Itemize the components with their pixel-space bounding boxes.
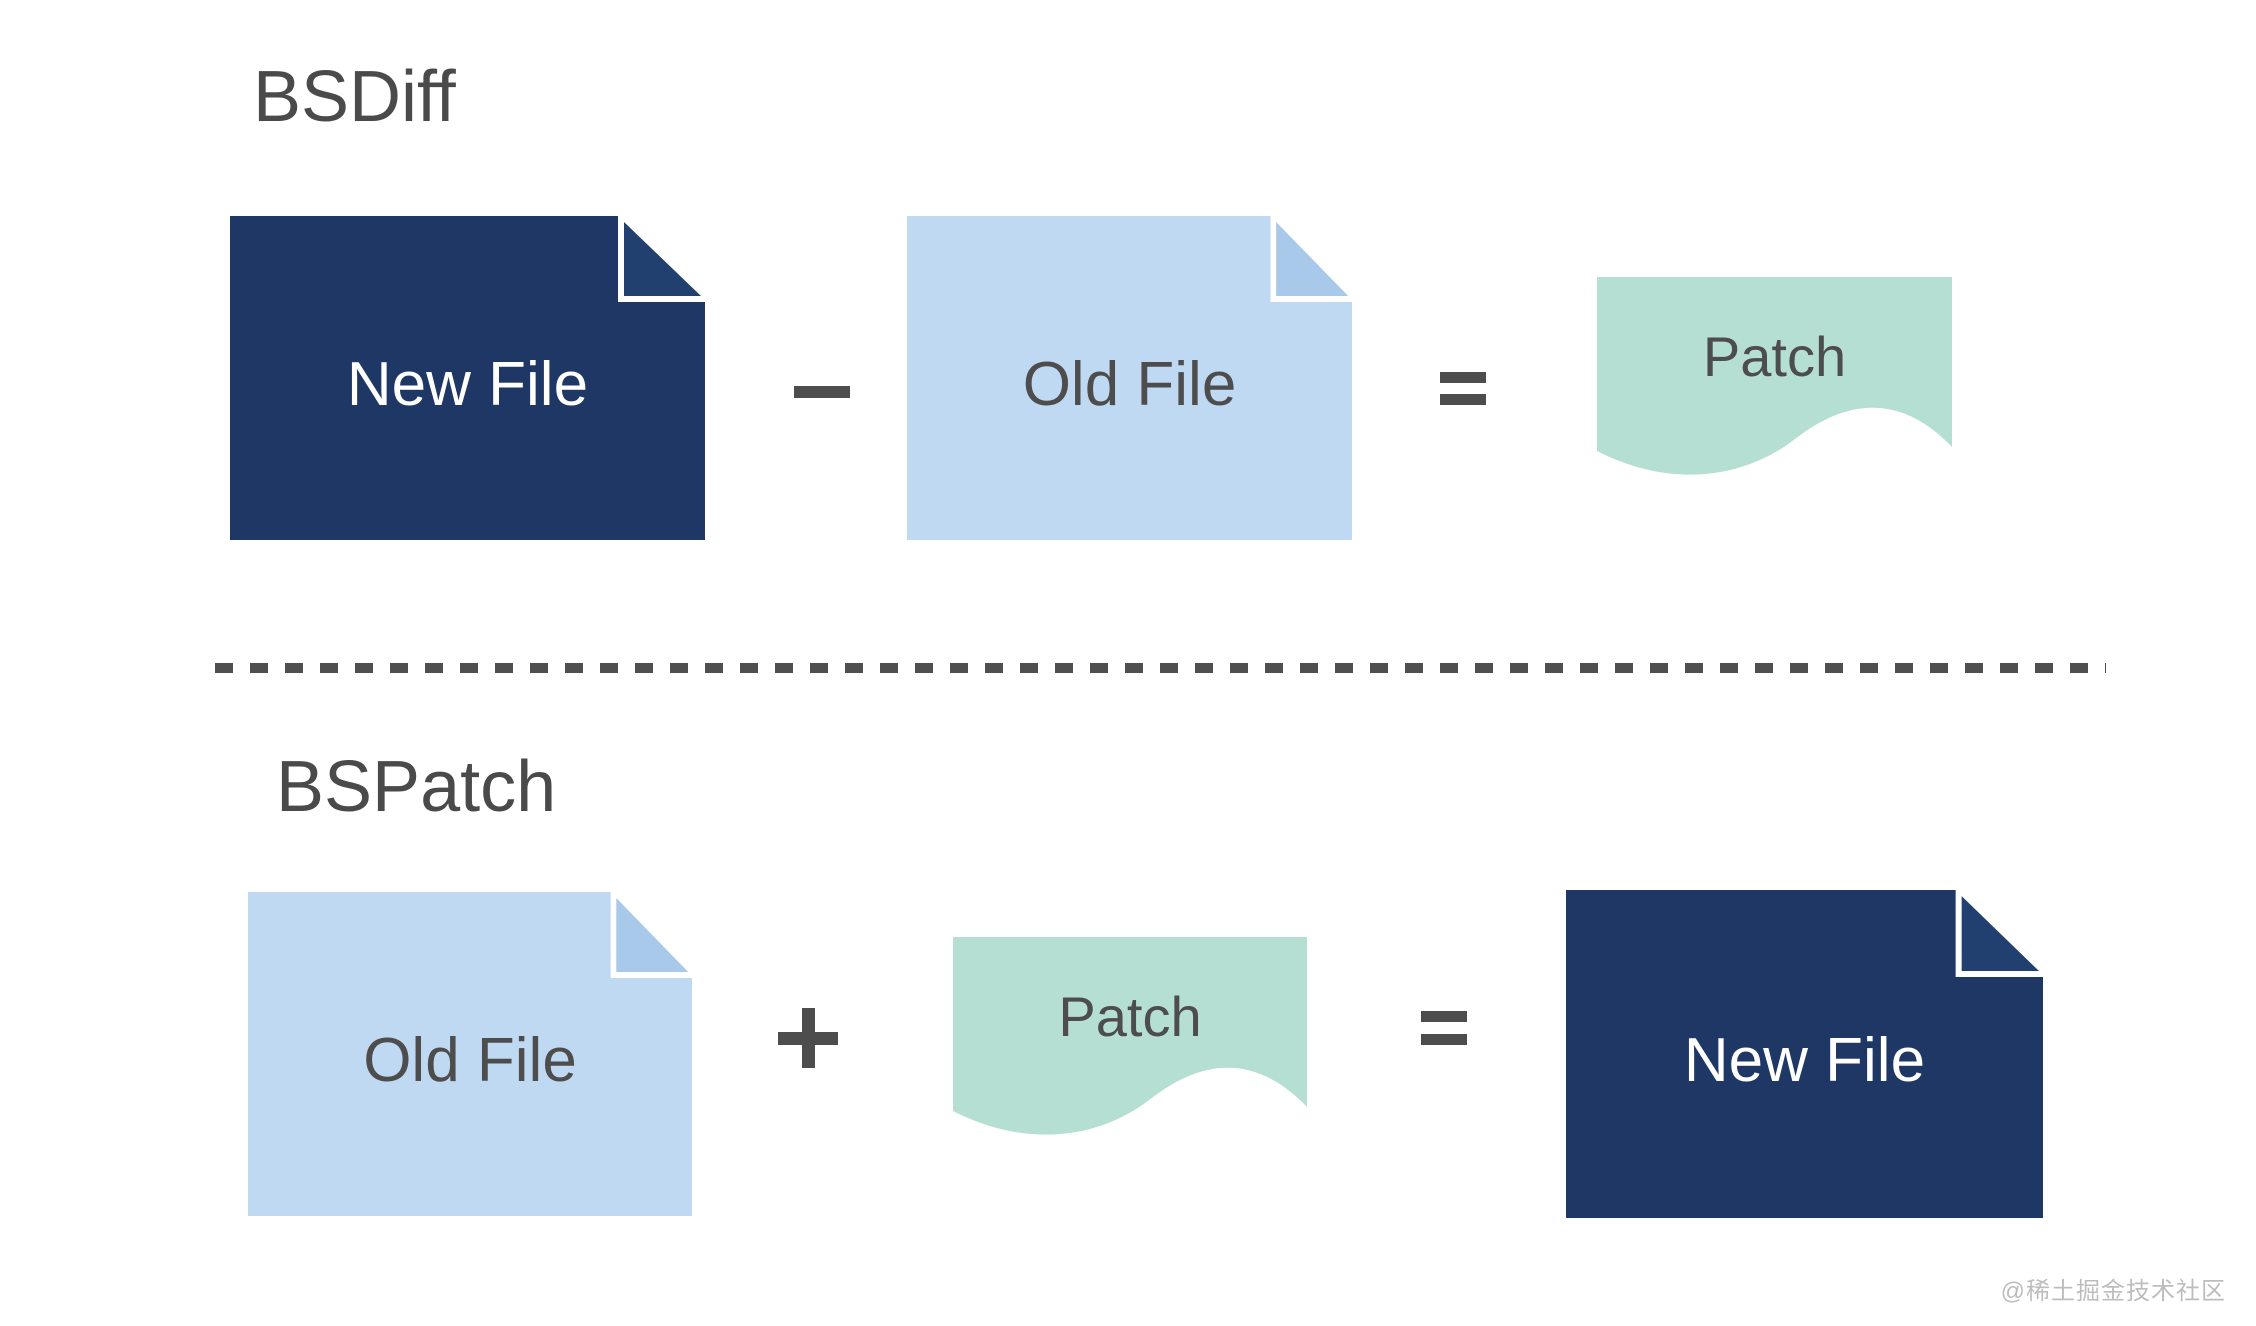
document-icon xyxy=(230,216,705,540)
plus-operator xyxy=(778,1008,838,1068)
new-file-box: New File xyxy=(230,216,705,540)
document-body xyxy=(230,216,705,540)
equals-operator xyxy=(1440,372,1486,405)
document-body xyxy=(1566,890,2043,1218)
new-file-box: New File xyxy=(1566,890,2043,1218)
document-icon xyxy=(907,216,1352,540)
section-title-bsdiff: BSDiff xyxy=(253,57,456,137)
patch-wave-icon xyxy=(953,937,1307,1135)
folded-corner-icon xyxy=(1961,896,2039,971)
patch-box: Patch xyxy=(1597,277,1952,482)
folded-corner-icon xyxy=(624,222,701,296)
dashed-divider xyxy=(215,663,2106,673)
document-icon xyxy=(248,892,692,1216)
folded-corner-icon xyxy=(616,898,689,972)
folded-corner-icon xyxy=(1276,222,1349,296)
document-body xyxy=(248,892,692,1216)
old-file-box: Old File xyxy=(907,216,1352,540)
document-icon xyxy=(1566,890,2043,1218)
patch-wave-body xyxy=(953,937,1307,1135)
minus-operator xyxy=(794,386,850,398)
document-body xyxy=(907,216,1352,540)
patch-wave-icon xyxy=(1597,277,1952,475)
section-title-bspatch: BSPatch xyxy=(276,747,557,827)
old-file-box: Old File xyxy=(248,892,692,1216)
watermark: @稀土掘金技术社区 xyxy=(2000,1278,2226,1305)
patch-box: Patch xyxy=(953,937,1307,1142)
patch-wave-body xyxy=(1597,277,1952,475)
equals-operator xyxy=(1421,1011,1467,1045)
